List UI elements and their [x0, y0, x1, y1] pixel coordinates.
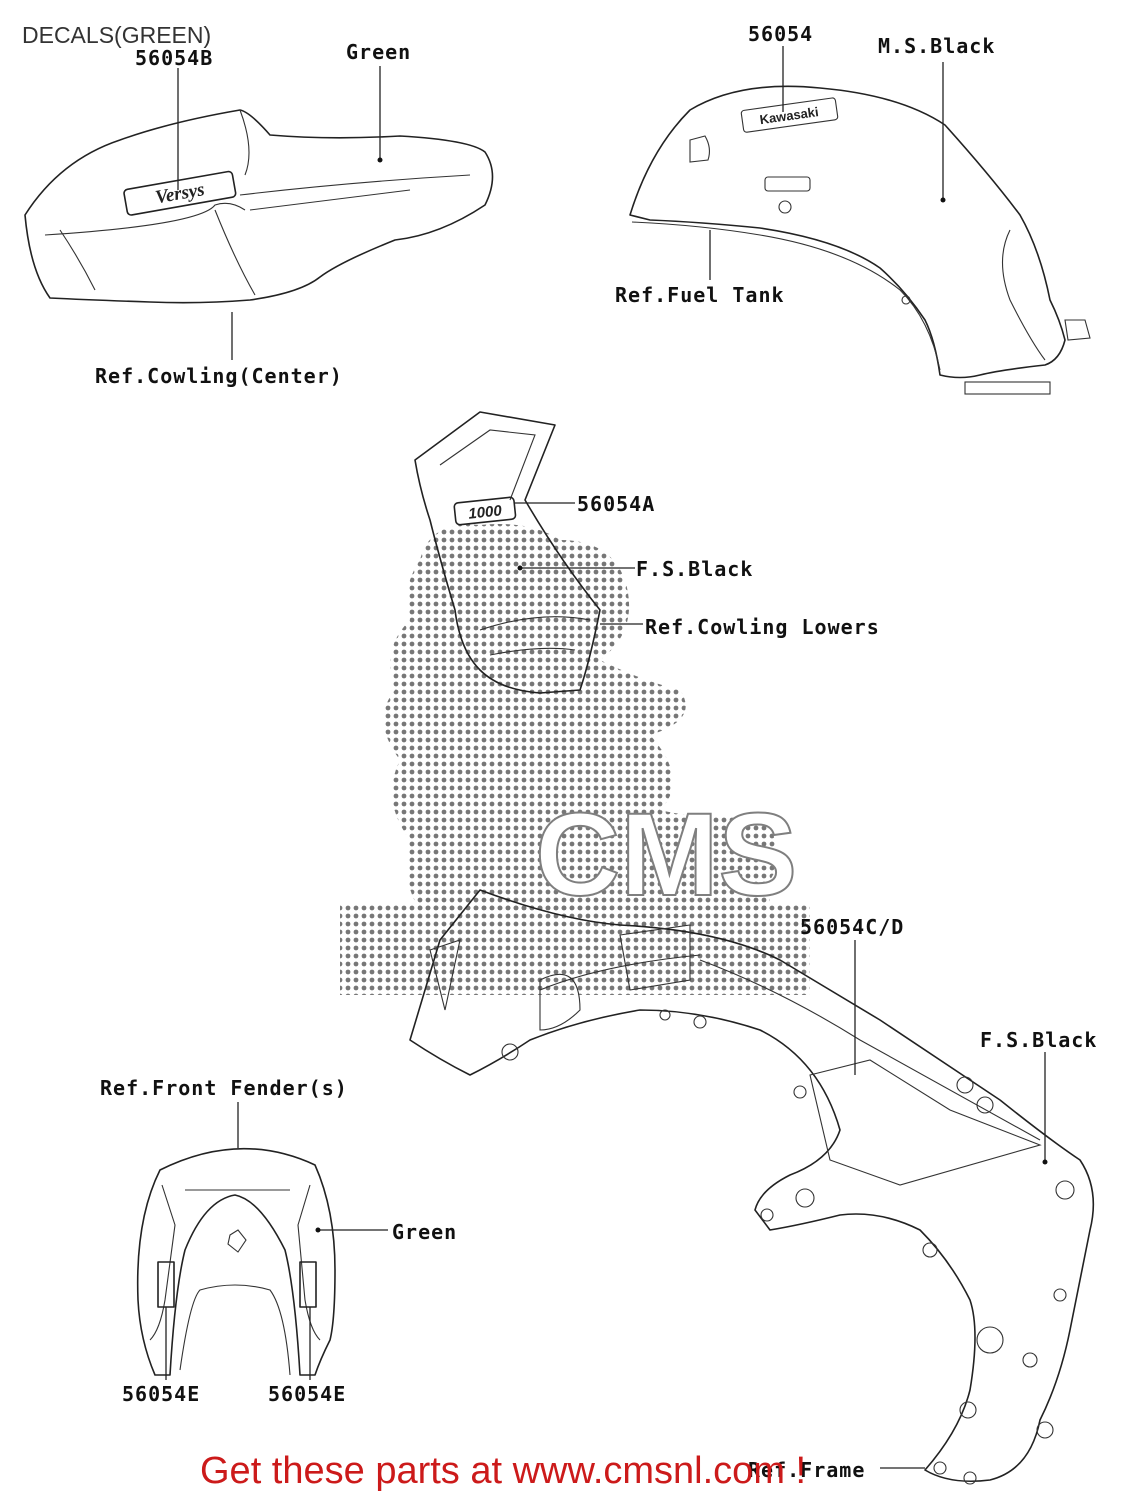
fuel-tank-drawing: Kawasaki [629, 85, 1091, 395]
label-green-fender: Green [392, 1220, 458, 1244]
label-ms-black: M.S.Black [878, 34, 996, 58]
cms-watermark: CMS [340, 524, 810, 995]
fuel-cap-icon [764, 176, 811, 214]
promo-link[interactable]: Get these parts at www.cmsnl.com ! [200, 1450, 807, 1492]
label-fs-black-frame: F.S.Black [980, 1028, 1098, 1052]
label-part-56054[interactable]: 56054 [748, 22, 814, 46]
label-ref-fuel-tank: Ref.Fuel Tank [615, 283, 785, 307]
label-part-56054E-right[interactable]: 56054E [268, 1382, 347, 1406]
leader-lines [165, 46, 1048, 1469]
watermark-text: CMS [535, 789, 797, 921]
svg-text:1000: 1000 [468, 502, 504, 522]
label-part-56054A[interactable]: 56054A [577, 492, 656, 516]
label-ref-cowling-center: Ref.Cowling(Center) [95, 364, 343, 388]
label-green-top: Green [346, 40, 412, 64]
label-part-56054B[interactable]: 56054B [135, 46, 214, 70]
label-ref-cowling-lowers: Ref.Cowling Lowers [645, 615, 880, 639]
kawasaki-decal: Kawasaki [740, 97, 839, 133]
diagram-title: DECALS(GREEN) [22, 22, 212, 48]
label-ref-frame: Ref.Frame [748, 1458, 866, 1482]
label-part-56054E-left[interactable]: 56054E [122, 1382, 201, 1406]
label-fs-black-upper: F.S.Black [636, 557, 754, 581]
label-ref-front-fender: Ref.Front Fender(s) [100, 1076, 348, 1100]
1000-decal: 1000 [453, 496, 517, 526]
label-part-56054CD[interactable]: 56054C/D [800, 915, 905, 939]
versys-decal: Versys [123, 170, 237, 216]
frame-drawing [409, 889, 1095, 1485]
cowling-center-drawing: Versys [24, 109, 494, 304]
cowling-lower-drawing: 1000 [414, 411, 601, 694]
front-fender-drawing [136, 1147, 336, 1376]
